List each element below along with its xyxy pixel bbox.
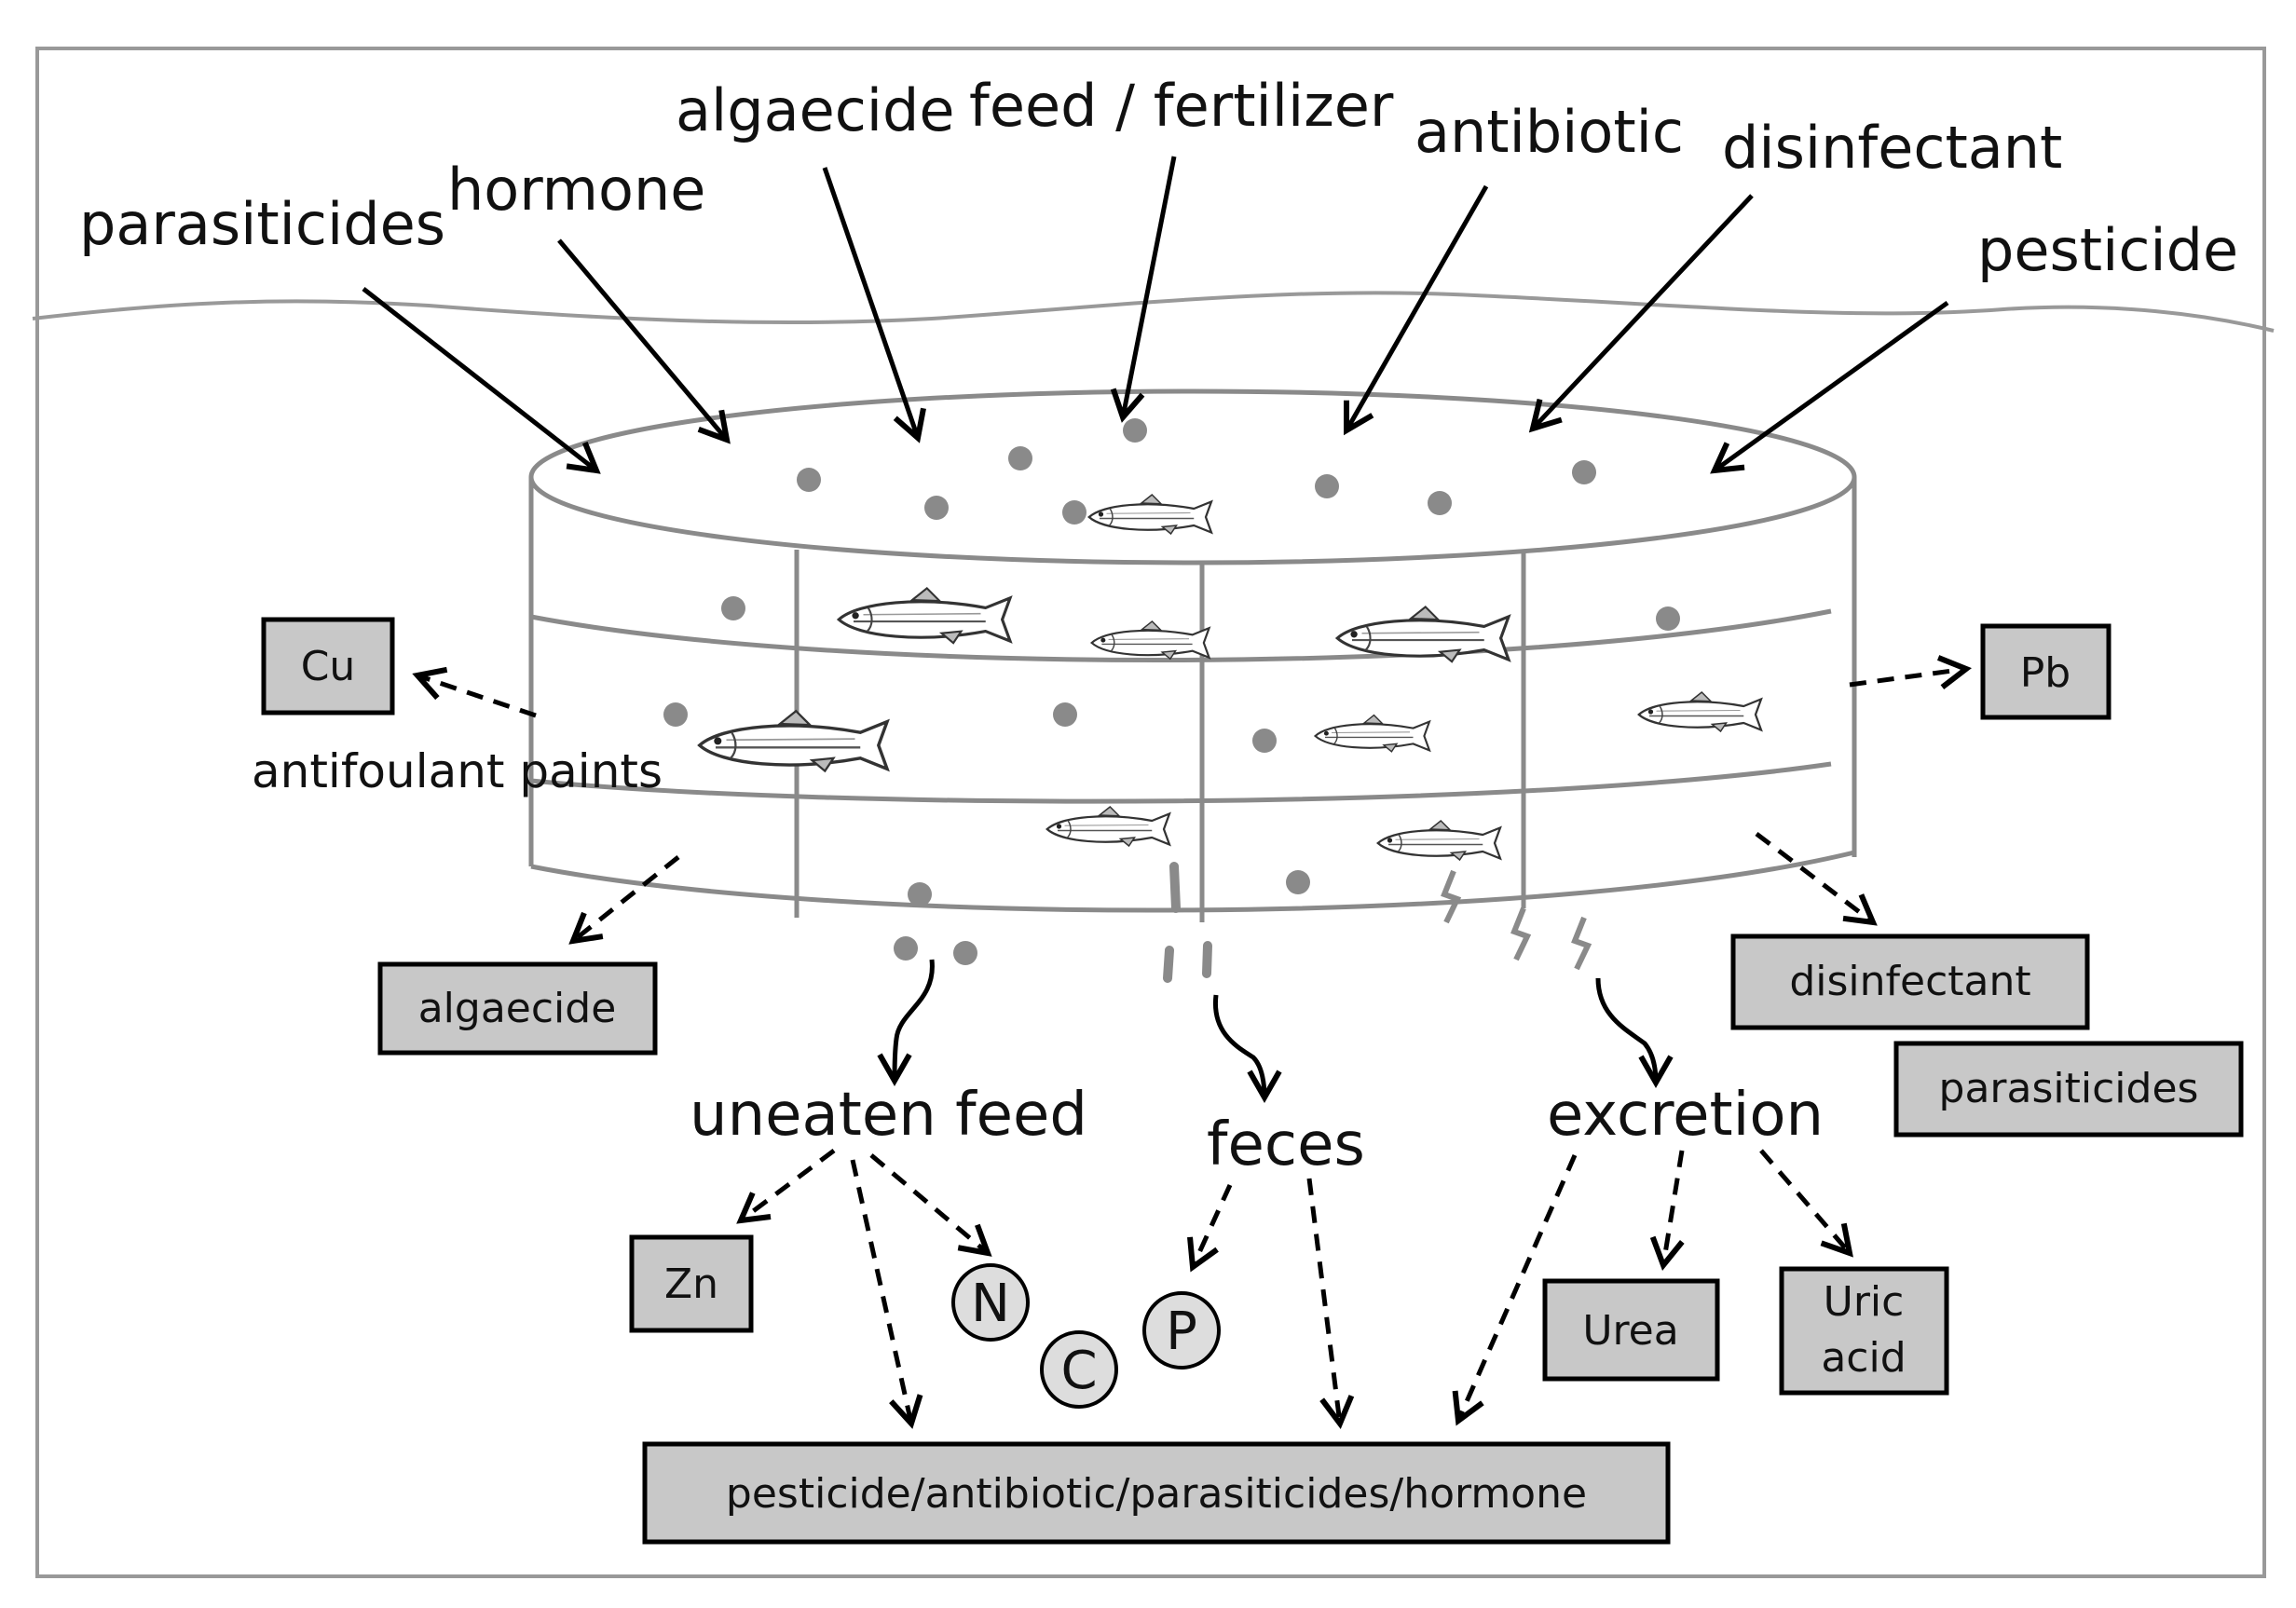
arrow-to-cu [412,666,537,718]
circle-n [951,1263,1030,1342]
label-cu: Cu [301,643,356,690]
label-pesticide-input: pesticide [1977,216,2238,284]
label-uric-line2: acid [1821,1334,1906,1382]
circle-p [1142,1291,1221,1370]
box-combined [642,1441,1671,1545]
box-parasiticides [1893,1041,2244,1138]
feed-pellets [663,418,1680,965]
label-feed-fertilizer: feed / fertilizer [969,72,1394,140]
input-arrows [362,156,1949,474]
box-uric-acid [1779,1266,1949,1396]
label-pb: Pb [2020,649,2070,697]
label-hormone: hormone [447,156,705,224]
diagram-frame [35,47,2266,1578]
feces-marks [1163,862,1212,983]
label-urea: Urea [1582,1307,1678,1355]
label-uric-line1: Uric [1824,1278,1905,1326]
label-combined: pesticide/antibiotic/parasiticides/hormo… [726,1470,1587,1518]
water-surface [32,291,2275,333]
label-c: C [1060,1341,1097,1401]
label-algaecide-input: algaecide [676,76,955,144]
label-algaecide-released: algaecide [418,985,617,1032]
label-parasiticides-input: parasiticides [79,190,445,258]
label-feces: feces [1207,1111,1365,1179]
label-n: N [971,1274,1010,1334]
box-pb [1980,623,2112,720]
box-algaecide [377,961,658,1056]
excretion-squiggles [1441,869,1592,971]
arrow-to-algaecide [568,855,680,945]
box-zn [629,1234,754,1333]
label-disinfectant-input: disinfectant [1722,114,2062,182]
box-urea [1542,1278,1720,1382]
label-p: P [1166,1301,1197,1362]
arrow-to-pb [1849,655,1972,690]
waste-arrows [877,959,1674,1104]
box-disinfectant [1730,933,2090,1030]
box-cu [261,617,395,715]
circle-c [1040,1330,1118,1409]
label-uneaten-feed: uneaten feed [690,1081,1087,1150]
label-antibiotic: antibiotic [1414,98,1684,166]
product-arrows [736,1149,1853,1429]
label-zn: Zn [664,1261,718,1308]
label-excretion: excretion [1547,1081,1824,1150]
fish-cage [528,388,1857,922]
label-disinfectant-released: disinfectant [1789,958,2030,1005]
label-parasiticides-released: parasiticides [1939,1065,2199,1112]
label-antifoulant-paints: antifoulant paints [252,744,663,798]
arrow-to-disinfectant [1755,832,1878,926]
